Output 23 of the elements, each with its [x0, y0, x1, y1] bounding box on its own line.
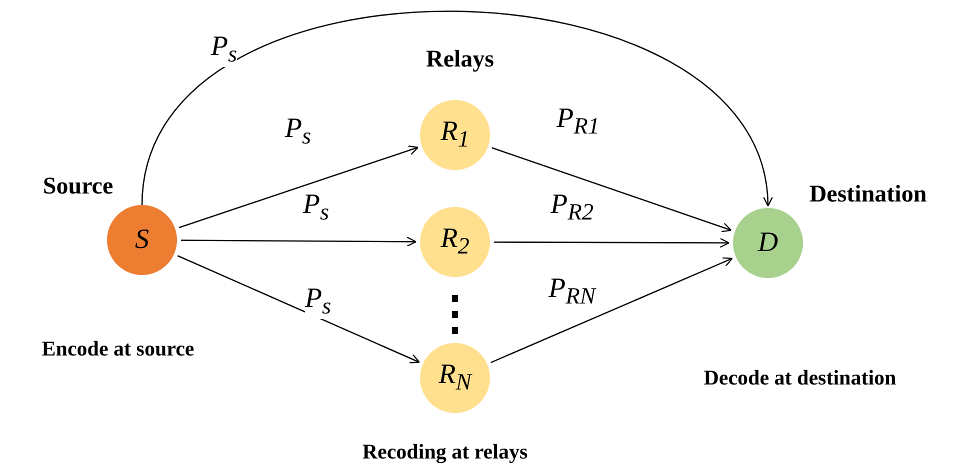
arrow — [490, 257, 733, 364]
node-label: R$_{2}$ — [440, 223, 470, 261]
node-caption: Encode at source — [42, 336, 194, 362]
node-caption: Destination — [809, 182, 927, 208]
node-label: D — [758, 227, 778, 259]
arrow — [141, 10, 772, 207]
node-label: S — [135, 224, 149, 256]
node-caption: Source — [42, 174, 114, 200]
node-circle — [420, 207, 490, 277]
node-circle — [107, 205, 177, 275]
text-label: Recoding at relays — [362, 440, 528, 464]
node-circle — [733, 208, 803, 278]
node-circle — [420, 100, 490, 170]
arrow — [492, 147, 732, 232]
arrow — [181, 236, 417, 247]
text-label: Relays — [426, 46, 494, 74]
node-label: R$_{N}$ — [438, 359, 472, 397]
node-circle — [420, 343, 490, 413]
node-label: R$_{1}$ — [440, 116, 470, 154]
arrow — [178, 145, 419, 228]
arrow — [494, 238, 730, 248]
text-label: Decode at destination — [704, 366, 896, 390]
arrow — [177, 255, 420, 364]
